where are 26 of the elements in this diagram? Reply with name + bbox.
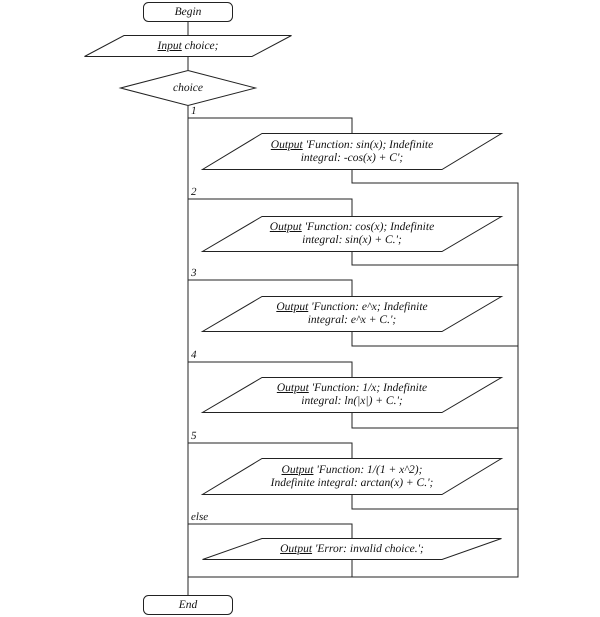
- statement-text: Input choice;: [156, 40, 220, 52]
- edge-label: 1: [191, 105, 196, 117]
- edge-label: else: [191, 511, 208, 523]
- statement-text: Output 'Function: 1/(1 + x^2); Indefinite integral: arctan(x) + C.';: [270, 464, 434, 490]
- io-parallelogram: [202, 296, 502, 332]
- io-parallelogram: [202, 133, 502, 170]
- edge-label: 2: [191, 186, 196, 198]
- io-parallelogram: [202, 377, 502, 413]
- edge-label: 4: [191, 349, 196, 361]
- edge-label: 5: [191, 430, 196, 442]
- io-parallelogram: [202, 538, 502, 560]
- io-parallelogram: [84, 35, 292, 57]
- terminal-text: Begin: [174, 6, 202, 18]
- condition-text: choice: [172, 82, 204, 94]
- edge-label: 3: [191, 267, 196, 279]
- statement-text: Output 'Function: 1/x; Indefinite integral: ln(|x|) + C.';: [276, 382, 428, 408]
- statement-text: Output 'Function: cos(x); Indefinite integral: sin(x) + C.';: [268, 221, 436, 247]
- terminal-text: End: [178, 598, 198, 612]
- terminal-box: [143, 595, 233, 615]
- io-parallelogram: [202, 458, 502, 495]
- statement-text: Output 'Error: invalid choice.';: [279, 542, 425, 556]
- statement-text: Output 'Function: sin(x); Indefinite integral: -cos(x) + C';: [270, 138, 434, 164]
- io-parallelogram: [202, 216, 502, 252]
- terminal-box: [143, 2, 233, 22]
- statement-text: Output 'Function: e^x; Indefinite integral: e^x + C.';: [275, 301, 429, 327]
- decision-diamond: [120, 70, 256, 106]
